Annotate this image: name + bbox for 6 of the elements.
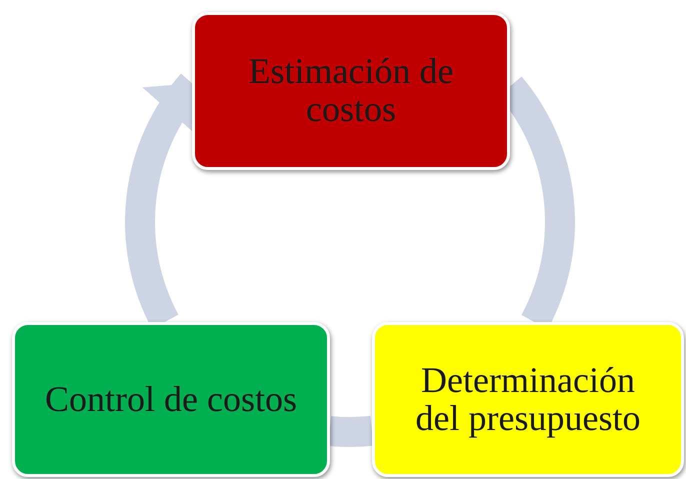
process-box [12, 322, 330, 477]
box-label: Determinación del presupuesto [414, 362, 642, 438]
process-box [192, 12, 510, 170]
box-label: Estimación de costos [248, 53, 454, 129]
process-box [372, 322, 684, 477]
box-label: Control de costos [44, 380, 298, 418]
